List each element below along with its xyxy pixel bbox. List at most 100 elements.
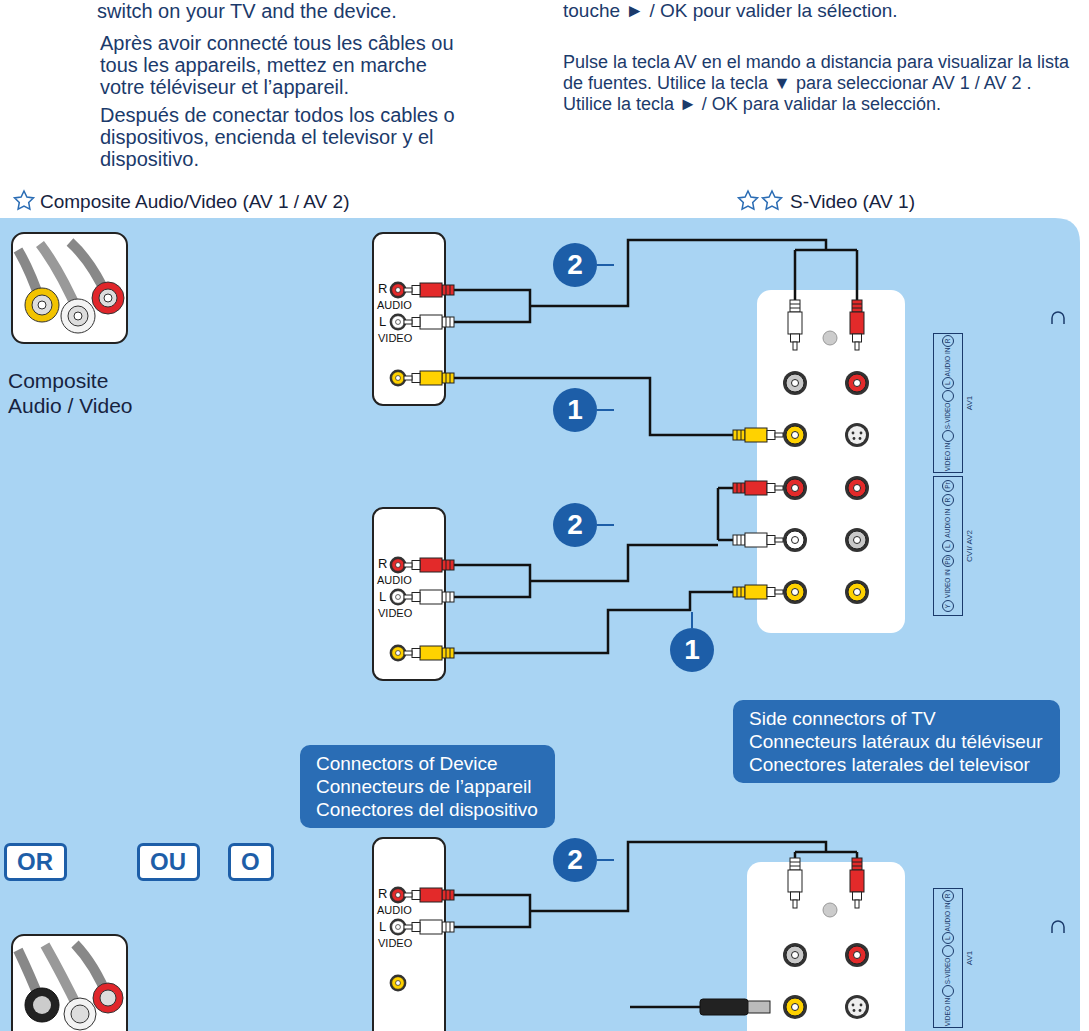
tv-jack-part [845,423,869,447]
jack-label: S-VIDEO [944,403,952,430]
alternative-box: OR [4,843,67,881]
label-panel-box: VIDEO INS-VIDEOLAUDIO INR [933,333,963,473]
device-panel [373,233,445,1031]
plug-part [733,428,783,442]
plug-part [404,558,454,572]
tv-jack-part [845,528,869,552]
jack-ring-icon [942,985,954,997]
circled-letter: L [942,377,954,389]
headphone-icon-part [1052,921,1064,933]
heading-star-part [739,191,758,209]
circled-letter: L [942,932,954,944]
plug-part [404,646,454,660]
tv-jack-part [845,476,869,500]
composite-cable-photo-part [104,294,112,302]
composite-cable-photo-part [12,233,127,343]
tv-jack-part [845,995,869,1019]
plug-part [748,1001,770,1013]
connector-label: R [378,282,387,295]
connector-label: AUDIO [377,575,412,586]
plug-part [850,858,864,908]
connector-label: AUDIO [377,905,412,916]
jack-ring-icon [942,430,954,442]
callout-number: 1 [670,628,714,672]
caption-line: Connectors of Device [316,752,539,775]
connector-label: R [378,887,387,900]
composite-cable-photo-part [68,306,88,326]
connector-label: VIDEO [378,333,412,344]
heading-star-part [763,191,782,209]
composite-cable-photo-part [61,299,95,333]
heading-star-part [15,191,34,209]
jack-label: AUDIO IN [944,903,952,932]
tv-jack [783,371,869,1019]
composite-cable-photo-part [38,301,46,309]
callout-number: 1 [553,388,597,432]
alternative-word: O [241,848,261,876]
svideo-cable-photo-part [33,996,51,1014]
plug-part [700,999,748,1015]
tv-jack-part [783,943,807,967]
connector-label: VIDEO [378,608,412,619]
input-name: CVI/ AV2 [965,476,975,616]
svideo-cable-photo-part [12,935,127,1031]
tv-jack-part [783,423,807,447]
circled-letter: R [942,494,954,506]
plug-part [404,590,454,604]
connector-label: AUDIO [377,300,412,311]
jack-label: AUDIO IN [944,509,952,538]
tv-jack-part [783,995,807,1019]
instruction-text: touche ► / OK pour valider la sélection. [563,0,898,22]
connector-label: L [379,315,386,328]
composite-cable-photo-part [92,282,124,314]
composite-cable-photo-part [99,289,117,307]
device-connector-panel: R AUDIO L VIDEO [373,838,445,1010]
section-heading: S-Video (AV 1) [790,191,915,213]
plug-part [404,315,454,329]
callout-number: 2 [553,243,597,287]
connector-label: L [379,590,386,603]
tv-jack-part [783,371,807,395]
cable-wire-part [454,378,733,435]
connector-label: L [379,920,386,933]
plug-part [404,920,454,934]
plug-part [733,585,783,599]
jack-label: VIDEO IN [944,998,952,1027]
callout-leader [597,265,692,860]
tv-jack-part [845,371,869,395]
caption-line: Connecteurs latéraux du téléviseur [749,730,1044,753]
plug [404,283,864,1015]
composite-cable-photo [12,233,127,343]
svideo-cable-photo-part [25,988,59,1022]
alternative-word: OU [150,848,187,876]
svideo-cable-photo-part [100,990,116,1006]
headphone-icon [1052,312,1064,933]
input-name: AV1 [965,888,975,1028]
label-panel-box: YVIDEO INPbLAUDIO INRPr [933,476,963,616]
jack-label: VIDEO IN [944,569,952,598]
circled-letter: Y [942,600,954,612]
caption-line: Connecteurs de l’appareil [316,775,539,798]
background-panel [0,218,1080,1031]
circled-letter: R [942,335,954,347]
section-heading: Composite Audio/Video (AV 1 / AV 2) [40,191,349,213]
connector-label: VIDEO [378,938,412,949]
circled-letter: L [942,540,954,552]
input-name: AV1 [965,333,975,473]
plug-part [733,481,783,495]
jack-label: VIDEO IN [944,443,952,472]
jack-ring-icon [942,945,954,957]
caption-line: Conectores del dispositivo [316,798,539,821]
tv-panel-part [823,903,837,917]
label-panel-box: VIDEO INS-VIDEOLAUDIO INR [933,888,963,1028]
svideo-cable-photo [12,935,127,1031]
connector-label-panel: VIDEO INS-VIDEOLAUDIO INRAV1 [933,888,979,1028]
tv-panel-part [747,862,905,1031]
connector-label: R [378,557,387,570]
alternative-box: O [228,843,274,881]
instruction-text: Después de conectar todos los cables o d… [100,104,475,170]
plug-part [850,300,864,350]
plug-part [404,371,454,385]
